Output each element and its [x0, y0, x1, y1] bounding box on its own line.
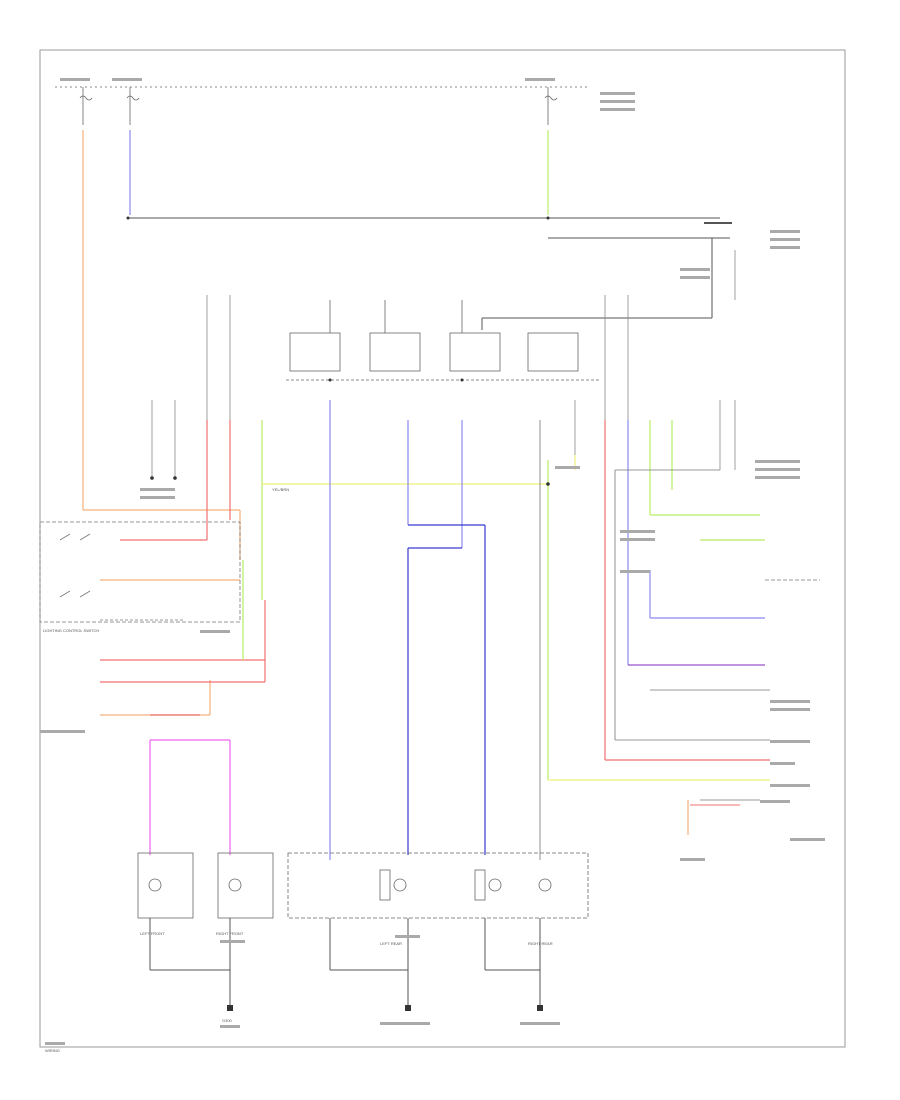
- connector-dots: [126, 216, 550, 486]
- ground-wires: [149, 918, 541, 1010]
- rear-right-label: RIGHT REAR: [528, 941, 553, 946]
- green-wires: [242, 420, 765, 780]
- front-right-label: RIGHT FRONT: [216, 931, 244, 936]
- yellow-bus-label: YEL/BRN: [272, 487, 289, 492]
- footer-label: WIRING: [45, 1048, 60, 1053]
- top-fuse-bus: [55, 86, 732, 330]
- grey-right-wires: [539, 420, 820, 860]
- blurred-labels: [40, 78, 825, 1045]
- top-fuses: [79, 87, 558, 125]
- lighting-switch-label: LIGHTING CONTROL SWITCH: [43, 628, 99, 633]
- pink-wires: [149, 739, 231, 855]
- lighting-switch: [39, 521, 241, 623]
- front-left-label: LEFT FRONT: [140, 931, 165, 936]
- red-wires: [100, 420, 770, 761]
- relay-modules: [286, 300, 600, 381]
- ground-symbols: [227, 1005, 543, 1011]
- rear-left-label: LEFT REAR: [380, 941, 402, 946]
- grey-vertical-wires: [151, 250, 736, 480]
- violet-wires: [329, 400, 765, 860]
- lamp-boxes: [137, 852, 589, 919]
- ground-label: G300: [222, 1018, 233, 1023]
- dark-blue-wires: [407, 524, 486, 855]
